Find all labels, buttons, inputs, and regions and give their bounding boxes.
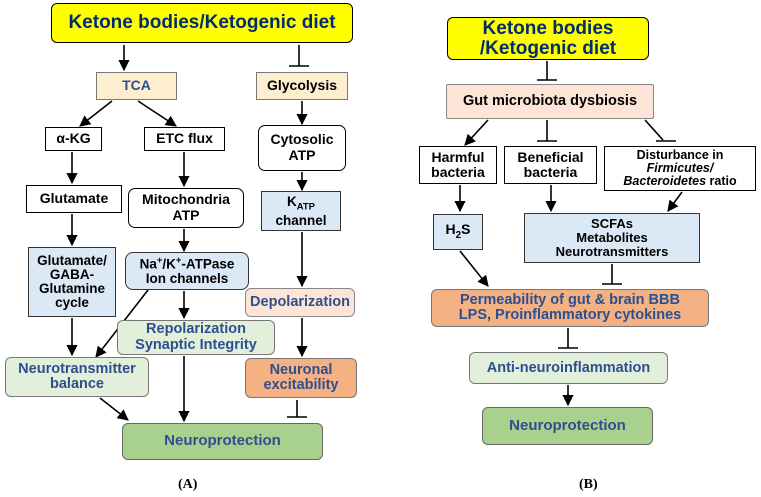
ketone-diet-box-a: Ketone bodies/Ketogenic diet xyxy=(51,3,353,43)
na-k-atpase-box: Na+/K+-ATPase Ion channels xyxy=(125,252,249,290)
anti-neuroinflammation-label: Anti-neuroinflammation xyxy=(486,359,651,376)
ggc-line2: GABA- xyxy=(49,266,95,282)
h2s-h: H xyxy=(445,221,456,238)
mitochondria-atp-line1: Mitochondria xyxy=(142,191,230,208)
bacteroidetes-text: Bacteroidetes xyxy=(623,174,707,189)
glycolysis-box: Glycolysis xyxy=(256,72,348,100)
beneficial-bacteria-box: Beneficial bacteria xyxy=(504,146,597,184)
neuroprotection-label-b: Neuroprotection xyxy=(509,416,626,434)
na-k-line1: Na+/K+-ATPase xyxy=(139,254,235,272)
arrow-gut-harmful xyxy=(464,119,489,146)
neurotransmitter-line1: Neurotransmitter xyxy=(18,360,136,377)
arrow-disturbance-scfa xyxy=(667,191,683,212)
disturbance-line1: Disturbance in xyxy=(636,147,724,162)
k-plus-sup: + xyxy=(175,254,182,266)
harmful-line2: bacteria xyxy=(431,164,485,180)
akg-label: α-KG xyxy=(56,130,91,147)
mitochondria-atp-box: Mitochondria ATP xyxy=(128,188,244,228)
disturbance-line3: Bacteroidetes ratio xyxy=(623,175,736,188)
scfa-line1: SCFAs xyxy=(591,215,633,231)
neuroprotection-box-a: Neuroprotection xyxy=(122,423,323,460)
akg-box: α-KG xyxy=(45,127,102,151)
scfa-metabolites-box: SCFAs Metabolites Neurotransmitters xyxy=(524,213,700,263)
permeability-line2: LPS, Proinflammatory cytokines xyxy=(458,307,682,323)
na-k-line2: Ion channels xyxy=(145,271,229,287)
gut-dysbiosis-box: Gut microbiota dysbiosis xyxy=(446,84,654,119)
permeability-box: Permeability of gut & brain BBB LPS, Pro… xyxy=(431,289,709,327)
tca-label: TCA xyxy=(122,77,151,94)
cytosolic-atp-box: Cytosolic ATP xyxy=(258,125,346,171)
neuronal-excitability-box: Neuronal excitability xyxy=(245,358,357,398)
panel-a-caption: (A) xyxy=(178,477,198,492)
katp-line1: KATP xyxy=(287,194,315,213)
harmful-bacteria-box: Harmful bacteria xyxy=(419,146,497,184)
repolarization-line2: Synaptic Integrity xyxy=(135,336,257,353)
gut-dysbiosis-label: Gut microbiota dysbiosis xyxy=(462,93,638,110)
neuroprotection-label-a: Neuroprotection xyxy=(164,432,281,450)
inhibit-gut-disturbance-stem xyxy=(644,119,664,141)
katp-channel-box: KATP channel xyxy=(261,191,341,231)
arrow-tca-etc xyxy=(137,100,177,127)
ketone-diet-b-line1: Ketone bodies xyxy=(482,17,614,39)
depolarization-label: Depolarization xyxy=(250,294,350,311)
ggc-line3: Glutamine xyxy=(38,281,105,296)
neuroprotection-box-b: Neuroprotection xyxy=(482,407,653,445)
scfa-line2: Metabolites xyxy=(576,229,648,245)
panel-b-caption: (B) xyxy=(579,477,598,492)
ketone-diet-box-b: Ketone bodies /Ketogenic diet xyxy=(447,17,649,60)
neurotransmitter-balance-box: Neurotransmitter balance xyxy=(5,357,149,397)
excitability-line1: Neuronal xyxy=(269,361,333,378)
repolarization-box: Repolarization Synaptic Integrity xyxy=(117,320,275,355)
h2s-sub: 2 xyxy=(455,229,462,241)
disturbance-ratio-box: Disturbance in Firmicutes/ Bacteroidetes… xyxy=(604,146,756,191)
h2s-box: H2S xyxy=(433,214,483,250)
beneficial-line2: bacteria xyxy=(523,164,578,180)
etc-flux-box: ETC flux xyxy=(144,127,225,151)
etc-flux-label: ETC flux xyxy=(156,130,213,147)
arrow-tca-akg xyxy=(79,100,113,127)
excitability-line2: excitability xyxy=(263,377,339,393)
atpase-text: -ATPase xyxy=(181,256,235,272)
ggc-line4: cycle xyxy=(55,295,89,311)
katp-line2: channel xyxy=(275,213,327,229)
glutamate-gaba-glutamine-cycle-box: Glutamate/ GABA- Glutamine cycle xyxy=(28,247,116,317)
k-text: /K xyxy=(162,256,176,272)
repolarization-line1: Repolarization xyxy=(146,321,246,338)
tca-box: TCA xyxy=(96,72,177,100)
cytosolic-atp-line2: ATP xyxy=(288,147,316,163)
na-plus-sup: + xyxy=(156,254,163,266)
ggc-line1: Glutamate/ xyxy=(37,252,107,268)
depolarization-box: Depolarization xyxy=(245,288,355,317)
harmful-line1: Harmful xyxy=(431,149,485,166)
beneficial-line1: Beneficial xyxy=(517,149,584,166)
na-text: Na xyxy=(139,256,157,272)
cytosolic-atp-line1: Cytosolic xyxy=(270,131,334,148)
anti-neuroinflammation-box: Anti-neuroinflammation xyxy=(469,352,668,384)
glutamate-box: Glutamate xyxy=(26,185,122,213)
neurotransmitter-line2: balance xyxy=(50,376,104,392)
mitochondria-atp-line2: ATP xyxy=(172,207,200,223)
disturbance-line2: Firmicutes/ xyxy=(646,160,714,175)
arrow-h2s-perm xyxy=(459,250,489,287)
glycolysis-label: Glycolysis xyxy=(266,77,338,94)
glutamate-label: Glutamate xyxy=(39,190,109,207)
scfa-line3: Neurotransmitters xyxy=(555,244,669,260)
ratio-text: ratio xyxy=(706,174,737,189)
katp-k: K xyxy=(287,193,297,209)
katp-sub: ATP xyxy=(296,201,315,213)
ketone-diet-b-line2: /Ketogenic diet xyxy=(479,37,617,59)
permeability-line1: Permeability of gut & brain BBB xyxy=(460,291,680,308)
h2s-s: S xyxy=(461,221,471,238)
ketone-diet-label-a: Ketone bodies/Ketogenic diet xyxy=(68,12,336,34)
arrow-neurotrans-neuroprot xyxy=(99,397,129,421)
h2s-label: H2S xyxy=(445,221,471,242)
